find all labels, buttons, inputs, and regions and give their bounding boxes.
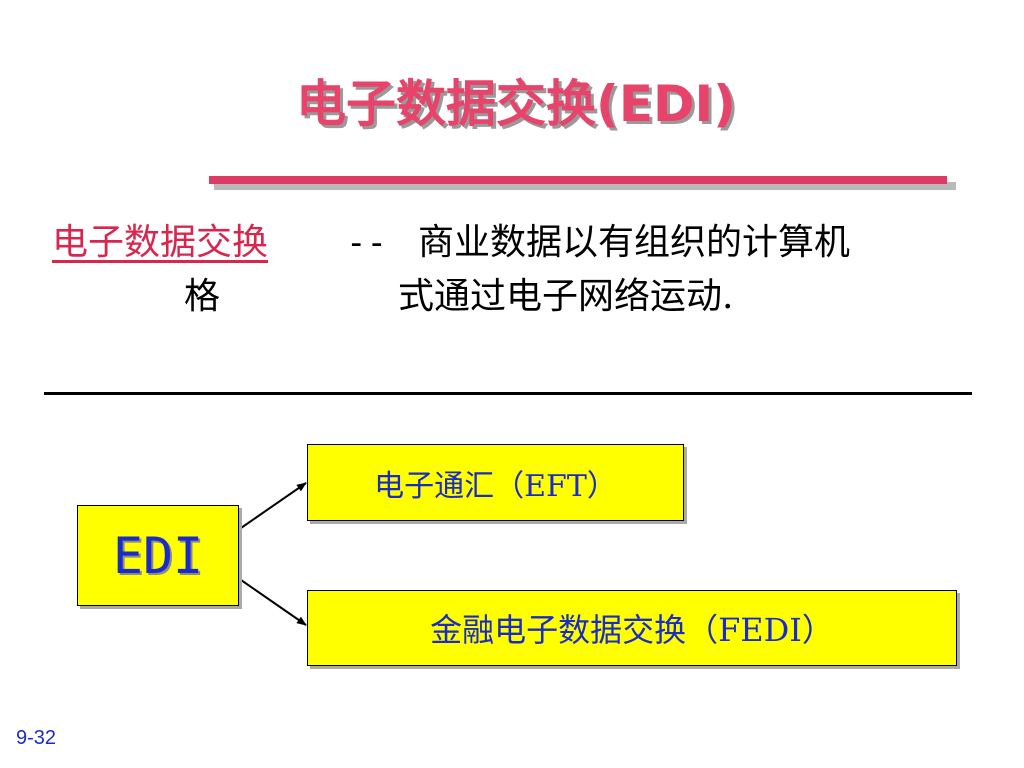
definition-term: 电子数据交换 bbox=[52, 222, 269, 263]
definition-text-line-1: 商业数据以有组织的计算机 bbox=[418, 222, 851, 263]
arrow-to-eft bbox=[240, 482, 307, 529]
section-divider bbox=[44, 392, 972, 395]
fedi-label: 金融电子数据交换（FEDI） bbox=[430, 611, 834, 649]
definition-text-line-2: 式通过电子网络运动. bbox=[398, 276, 734, 317]
edi-label: EDI bbox=[112, 526, 204, 585]
arrow-to-fedi bbox=[240, 579, 307, 626]
fedi-box: 金融电子数据交换（FEDI） bbox=[307, 590, 957, 666]
edi-box: EDI bbox=[77, 505, 239, 606]
slide-number: 9-32 bbox=[16, 727, 57, 749]
title-underline-bar bbox=[209, 176, 947, 184]
definition-term-tail: 格 bbox=[184, 276, 221, 317]
definition-dash: -- bbox=[346, 223, 387, 263]
eft-box: 电子通汇（EFT） bbox=[307, 444, 684, 521]
eft-label: 电子通汇（EFT） bbox=[374, 468, 617, 504]
slide-title: 电子数据交换(EDI) bbox=[296, 75, 736, 133]
title-underline-shadow bbox=[214, 182, 956, 190]
